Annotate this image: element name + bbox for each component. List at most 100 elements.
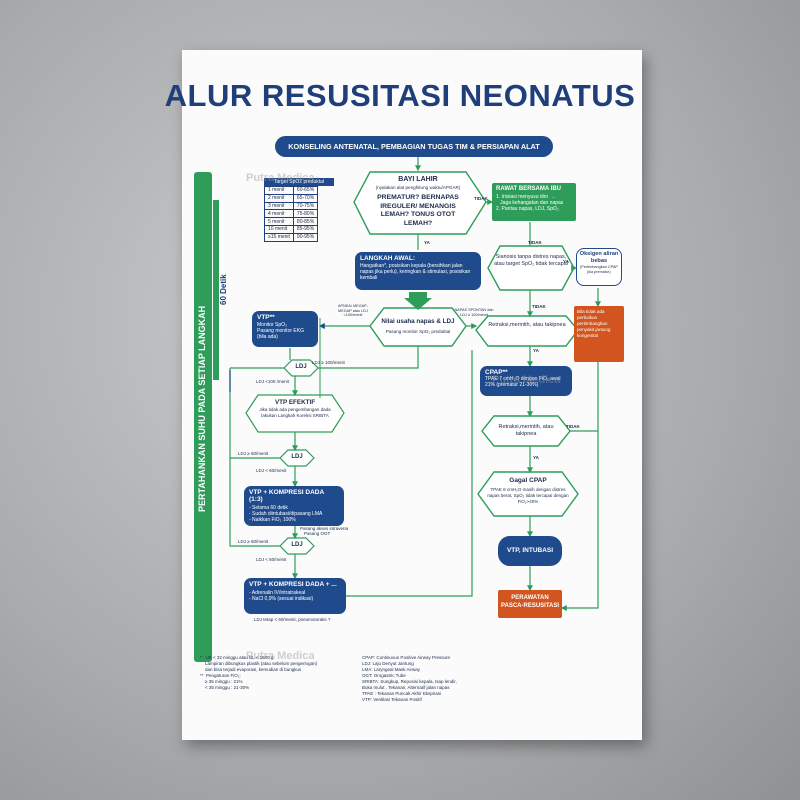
edge-tidak1: TIDAK xyxy=(474,196,488,201)
list-item: VTP: Ventilasi Tekanan Positif xyxy=(362,697,422,702)
oksigen-title: Oksigen aliran bebas xyxy=(579,251,619,264)
bayi-lahir-question: PREMATUR? BERNAPAS IREGULER/ MENANGIS LE… xyxy=(377,194,459,227)
edge-ldj-ge100: LDJ ≥ 100/menit xyxy=(312,360,345,365)
hex-sianosis xyxy=(487,245,575,291)
list-item: OGT: Orogastric Tube xyxy=(362,673,406,678)
sidebar-bar xyxy=(194,172,212,662)
footnotes-right: CPAP: Continuous Positive Airway Pressur… xyxy=(362,655,512,703)
bila-tidak-box: Bila tidak ada perbaikan pertimbangkan p… xyxy=(574,306,624,362)
edge-ya3: YA xyxy=(533,348,539,353)
hex-nilai-napas xyxy=(369,307,467,347)
gagal-cpap-text: TPAE 8 cmH₂O masih dengan distres napas … xyxy=(487,487,569,504)
spo2-target: 90-95% xyxy=(292,232,319,242)
hex-gagal-cpap xyxy=(477,471,579,517)
edge-tidak2: TIDAK xyxy=(528,240,542,245)
edge-ldj-lt60-1: LDJ < 60/menit xyxy=(256,468,287,473)
list-item: 2. Pantau napas, LDJ, SpO₂ xyxy=(496,206,559,212)
vtp-efektif-title: VTP EFEKTIF xyxy=(274,399,316,406)
vtp-kompresi2-title: VTP + KOMPRESI DADA + ... xyxy=(249,581,337,588)
bayi-lahir-sub: (nyalakan alat penghitung waktu/APGAR) xyxy=(375,185,461,190)
list-item: ** Pengaturan FiO₂: xyxy=(200,673,241,678)
rawat-bersama-items: 1. Inisiasi menyusu dini → Jaga kehangat… xyxy=(496,194,572,212)
edge-apnea: APNEA/ MEGAP-MEGAP atau LDJ <100/menit xyxy=(338,304,368,318)
nilai-napas-title: Nilai usaha napas & LDJ xyxy=(381,318,455,325)
watermark-3: Putra Medica xyxy=(246,650,315,662)
hex-bayi-lahir xyxy=(353,171,487,235)
perawatan-box: PERAWATAN PASCA-RESUSITASI xyxy=(498,590,562,618)
list-item: - Adrenalin IV/intratrakeal xyxy=(249,590,306,596)
langkah-awal-box: LANGKAH AWAL: Hangatkan*, posisikan kepa… xyxy=(355,252,481,290)
list-item: CPAP: Continuous Positive Airway Pressur… xyxy=(362,655,450,660)
edge-ya4: YA xyxy=(533,455,539,460)
list-item: Lampiran dibungkus plastik (atau sebelum… xyxy=(200,661,318,666)
gagal-cpap-title: Gagal CPAP xyxy=(509,477,547,484)
rawat-bersama-box: RAWAT BERSAMA IBU 1. Inisiasi menyusu di… xyxy=(492,183,576,221)
list-item: SRIBTA: Sungkup, Reposisi kepala, Isap l… xyxy=(362,679,457,684)
vtp-title: VTP** xyxy=(257,314,275,321)
list-item: Buka mulut , Tekanan, Alternatif jalan n… xyxy=(362,685,450,690)
ldj3-label: LDJ xyxy=(291,542,303,548)
langkah-awal-text: Hangatkan*, posisikan kepala (bersihkan … xyxy=(360,263,471,281)
list-item: - Sudah diintubasi/dipasang LMA xyxy=(249,511,323,517)
edge-ldj-lt100: LDJ <100 /menit xyxy=(256,379,289,384)
edge-pasang-akses: Pasang akses intravena xyxy=(300,526,349,531)
list-item: - Naikkan FiO₂ 100% xyxy=(249,517,296,523)
footnotes-left: * UK < 32 minggu atau BL < 1500 g: Lampi… xyxy=(200,655,350,691)
vtp-kompresi2-box: VTP + KOMPRESI DADA + ... - Adrenalin IV… xyxy=(244,578,346,614)
retraksi2-text: Retraksi,merintih, atau takipnea xyxy=(498,424,554,437)
edge-pasang-ogt: Pasang OGT xyxy=(304,531,331,536)
sianosis-text: Sianosis tanpa distres napas, atau targe… xyxy=(494,254,568,267)
hex-retraksi1 xyxy=(475,315,579,347)
edge-napas-spontan: NAPAS SPONTAN dan LDJ ≥ 100/menit xyxy=(454,308,494,317)
hex-vtp-efektif xyxy=(245,394,345,433)
perawatan-title: PERAWATAN PASCA-RESUSITASI xyxy=(500,595,560,609)
ldj2-label: LDJ xyxy=(291,454,303,460)
edge-ldj-lt60-2: LDJ < 60/menit xyxy=(256,557,287,562)
ldj1-label: LDJ xyxy=(295,364,307,370)
top-banner: KONSELING ANTENATAL, PEMBAGIAN TUGAS TIM… xyxy=(275,136,553,157)
retraksi1-text: Retraksi,merintih, atau takipnea xyxy=(488,322,566,328)
vtp-efektif-text: Jika tidak ada pengembangan dada lakukan… xyxy=(259,407,331,418)
list-item: < 35 minggu : 21-30% xyxy=(200,685,250,690)
edge-ldj-ge60-1: LDJ ≥ 60/menit xyxy=(238,451,269,456)
nilai-napas-sub: Pasang monitor SpO₂ preduktal xyxy=(385,329,451,334)
vtp-kompresi2-items: - Adrenalin IV/intratrakeal- NaCl 0,9% (… xyxy=(249,590,341,602)
vtp-kompresi-box: VTP + KOMPRESI DADA (1:3) - Selama 60 de… xyxy=(244,486,344,526)
edge-tidak3: TIDAK xyxy=(532,304,546,309)
edge-ldj-tetap: LDJ tetap < 60/menit, pneumotoraks ? xyxy=(254,617,331,622)
hex-retraksi2 xyxy=(481,415,571,447)
list-item: dan bisa terjadi evaporasi, kemudian di … xyxy=(200,667,302,672)
cpap-text: TPAE 7 cmH₂O dengan FiO₂ awal 21% (prema… xyxy=(485,376,561,388)
vtp-text: Monitor SpO₂ Pasang monitor EKG (bila ad… xyxy=(257,322,304,340)
spo2-table-header: Target SpO2 preduktal xyxy=(264,178,334,186)
bayi-lahir-title: BAYI LAHIR xyxy=(398,176,438,183)
cpap-box: CPAP** TPAE 7 cmH₂O dengan FiO₂ awal 21%… xyxy=(480,366,572,396)
watermark-2: Putra Medica xyxy=(492,374,561,386)
inner-bar xyxy=(213,200,219,380)
list-item: ≥ 35 minggu : 21% xyxy=(200,679,243,684)
list-item: TPAE : Tekanan Puncak Akhir Ekspirasi xyxy=(362,691,442,696)
list-item: LDJ: Laju Denyut Jantung xyxy=(362,661,414,666)
vtp-box: VTP** Monitor SpO₂ Pasang monitor EKG (b… xyxy=(252,311,318,347)
list-item: - NaCl 0,9% (sesuai indikasi) xyxy=(249,596,314,602)
page-title: ALUR RESUSITASI NEONATUS xyxy=(164,78,636,113)
rawat-bersama-title: RAWAT BERSAMA IBU xyxy=(496,186,561,192)
cpap-title: CPAP** xyxy=(485,369,508,376)
langkah-awal-title: LANGKAH AWAL: xyxy=(360,255,416,262)
edge-ya1: YA xyxy=(424,240,430,245)
list-item: LMA: Laryngeal Mask Airway xyxy=(362,667,421,672)
list-item: * UK < 32 minggu atau BL < 1500 g: xyxy=(200,655,275,660)
bila-tidak-text: Bila tidak ada perbaikan pertimbangkan p… xyxy=(577,309,611,338)
list-item: 1. Inisiasi menyusu dini → xyxy=(496,194,556,200)
edge-tidak4: TIDAK xyxy=(566,424,580,429)
watermark-1: Putra Medica xyxy=(246,172,315,184)
list-item: Jaga kehangatan dan napas xyxy=(496,200,564,206)
oksigen-box: Oksigen aliran bebas (Pertimbangkan CPAP… xyxy=(576,248,622,286)
vtp-kompresi-items: - Selama 60 detik- Sudah diintubasi/dipa… xyxy=(249,505,339,523)
edge-ya2: YA xyxy=(563,259,569,264)
edge-ldj-ge60-2: LDJ ≥ 60/menit xyxy=(238,539,269,544)
vtp-intubasi-box: VTP, INTUBASI xyxy=(498,536,562,566)
